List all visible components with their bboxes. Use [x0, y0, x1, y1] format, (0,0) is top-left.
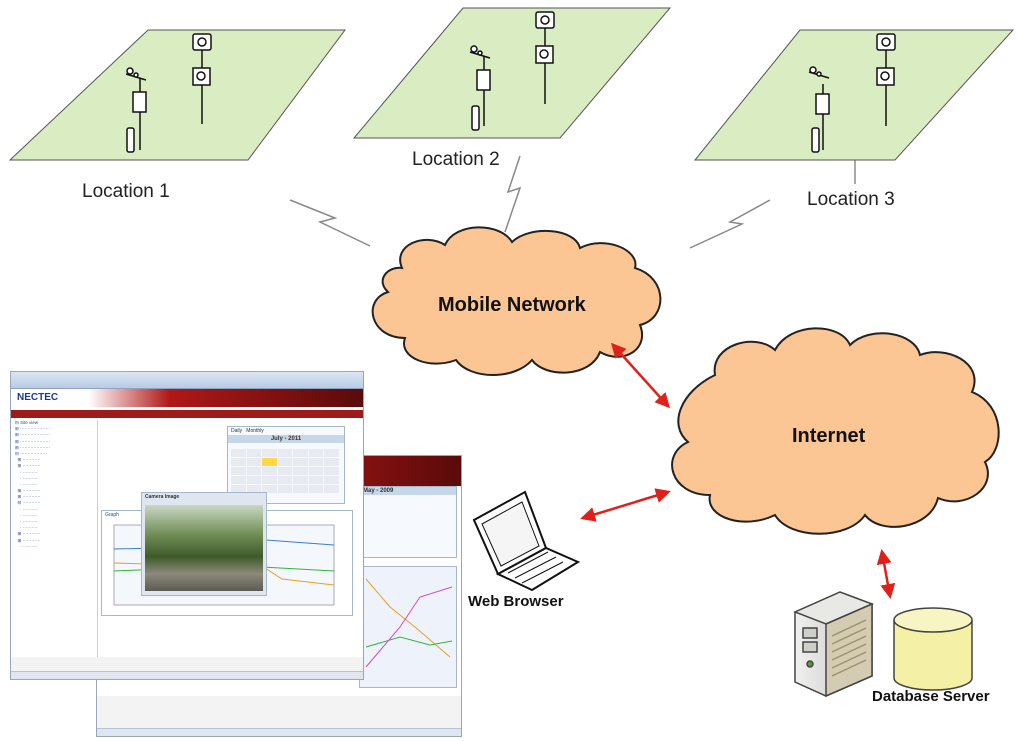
nectec-logo: NECTEC: [17, 392, 59, 403]
calendar-cell[interactable]: [324, 449, 339, 457]
location-3-label: Location 3: [807, 189, 895, 210]
calendar-cell[interactable]: [308, 458, 324, 466]
site-tree: ⊟ Site view⊞ ····················⊞ ·····…: [15, 420, 98, 657]
calendar-cell[interactable]: [308, 485, 324, 493]
calendar-cell[interactable]: [231, 476, 246, 484]
calendar-cell[interactable]: [246, 458, 262, 466]
weather-station-icon: [808, 33, 896, 153]
calendar-cell[interactable]: [246, 476, 262, 484]
database-server-label: Database Server: [872, 688, 990, 705]
calendar-cell[interactable]: [308, 476, 324, 484]
app-banner: [11, 389, 363, 407]
internet-label: Internet: [792, 425, 866, 447]
calendar-cell[interactable]: [231, 458, 246, 466]
calendar-cell[interactable]: [231, 467, 246, 475]
calendar-cell[interactable]: [246, 485, 262, 493]
location-2-label: Location 2: [412, 149, 500, 170]
location-2-field: [352, 7, 672, 139]
calendar-grid: [231, 449, 339, 493]
tab-monthly[interactable]: Monthly: [246, 428, 264, 434]
calendar-panel: Daily Monthly July - 2011: [227, 426, 345, 504]
calendar-cell[interactable]: [324, 485, 339, 493]
tab-graph[interactable]: Graph: [105, 512, 119, 518]
web-browser-label: Web Browser: [468, 593, 564, 610]
calendar-cell[interactable]: [231, 485, 246, 493]
calendar-cell[interactable]: [262, 476, 277, 484]
arrow-internet-database: [876, 549, 896, 599]
calendar-cell[interactable]: [324, 467, 339, 475]
calendar-cell[interactable]: [308, 467, 324, 475]
calendar-cell[interactable]: [277, 449, 293, 457]
calendar-cell[interactable]: [293, 449, 308, 457]
weather-station-icon: [469, 11, 555, 131]
arrow-internet-browser: [580, 488, 671, 522]
web-app-screenshot: NECTEC ⊟ Site view⊞ ····················…: [10, 371, 364, 680]
calendar-cell[interactable]: [277, 458, 293, 466]
calendar-cell[interactable]: [246, 467, 262, 475]
calendar-cell[interactable]: [324, 458, 339, 466]
internet-cloud: [671, 327, 1000, 535]
back-line-chart: [365, 578, 453, 668]
wireless-link-3: [689, 199, 771, 249]
back-chart-panel: [359, 566, 457, 688]
laptop-icon: [472, 490, 581, 592]
arrow-mobile-internet: [610, 342, 671, 409]
calendar-cell[interactable]: [293, 458, 308, 466]
wireless-link-1: [289, 199, 371, 247]
back-calendar-panel: May - 2009: [359, 486, 457, 558]
greenhouse-photo: [145, 505, 263, 591]
calendar-cell[interactable]: [277, 485, 293, 493]
wireless-link-2: [504, 155, 522, 233]
calendar-cell[interactable]: [262, 467, 277, 475]
tab-daily[interactable]: Daily: [231, 428, 243, 434]
weather-station-icon: [125, 33, 212, 153]
calendar-cell[interactable]: [277, 467, 293, 475]
calendar-title: July - 2011: [228, 435, 344, 443]
calendar-cell[interactable]: [293, 467, 308, 475]
back-calendar-title: May - 2009: [360, 487, 456, 495]
calendar-cell[interactable]: [293, 485, 308, 493]
browser-chrome: [11, 372, 363, 389]
calendar-cell[interactable]: [324, 476, 339, 484]
camera-title: Camera Image: [145, 494, 180, 500]
calendar-cell[interactable]: [262, 485, 277, 493]
location-1-field: [8, 29, 346, 161]
calendar-cell[interactable]: [277, 476, 293, 484]
server-icon: [793, 591, 874, 698]
location-1-label: Location 1: [82, 181, 170, 202]
calendar-cell[interactable]: [262, 449, 277, 457]
calendar-cell[interactable]: [308, 449, 324, 457]
camera-image-popup: Camera Image: [141, 492, 267, 596]
calendar-cell[interactable]: [246, 449, 262, 457]
calendar-cell[interactable]: [231, 449, 246, 457]
mobile-network-label: Mobile Network: [438, 294, 586, 316]
app-nav-bar: [11, 410, 363, 418]
calendar-cell[interactable]: [262, 458, 277, 466]
database-icon: [893, 607, 973, 691]
location-3-field: [693, 29, 1015, 161]
calendar-cell[interactable]: [293, 476, 308, 484]
